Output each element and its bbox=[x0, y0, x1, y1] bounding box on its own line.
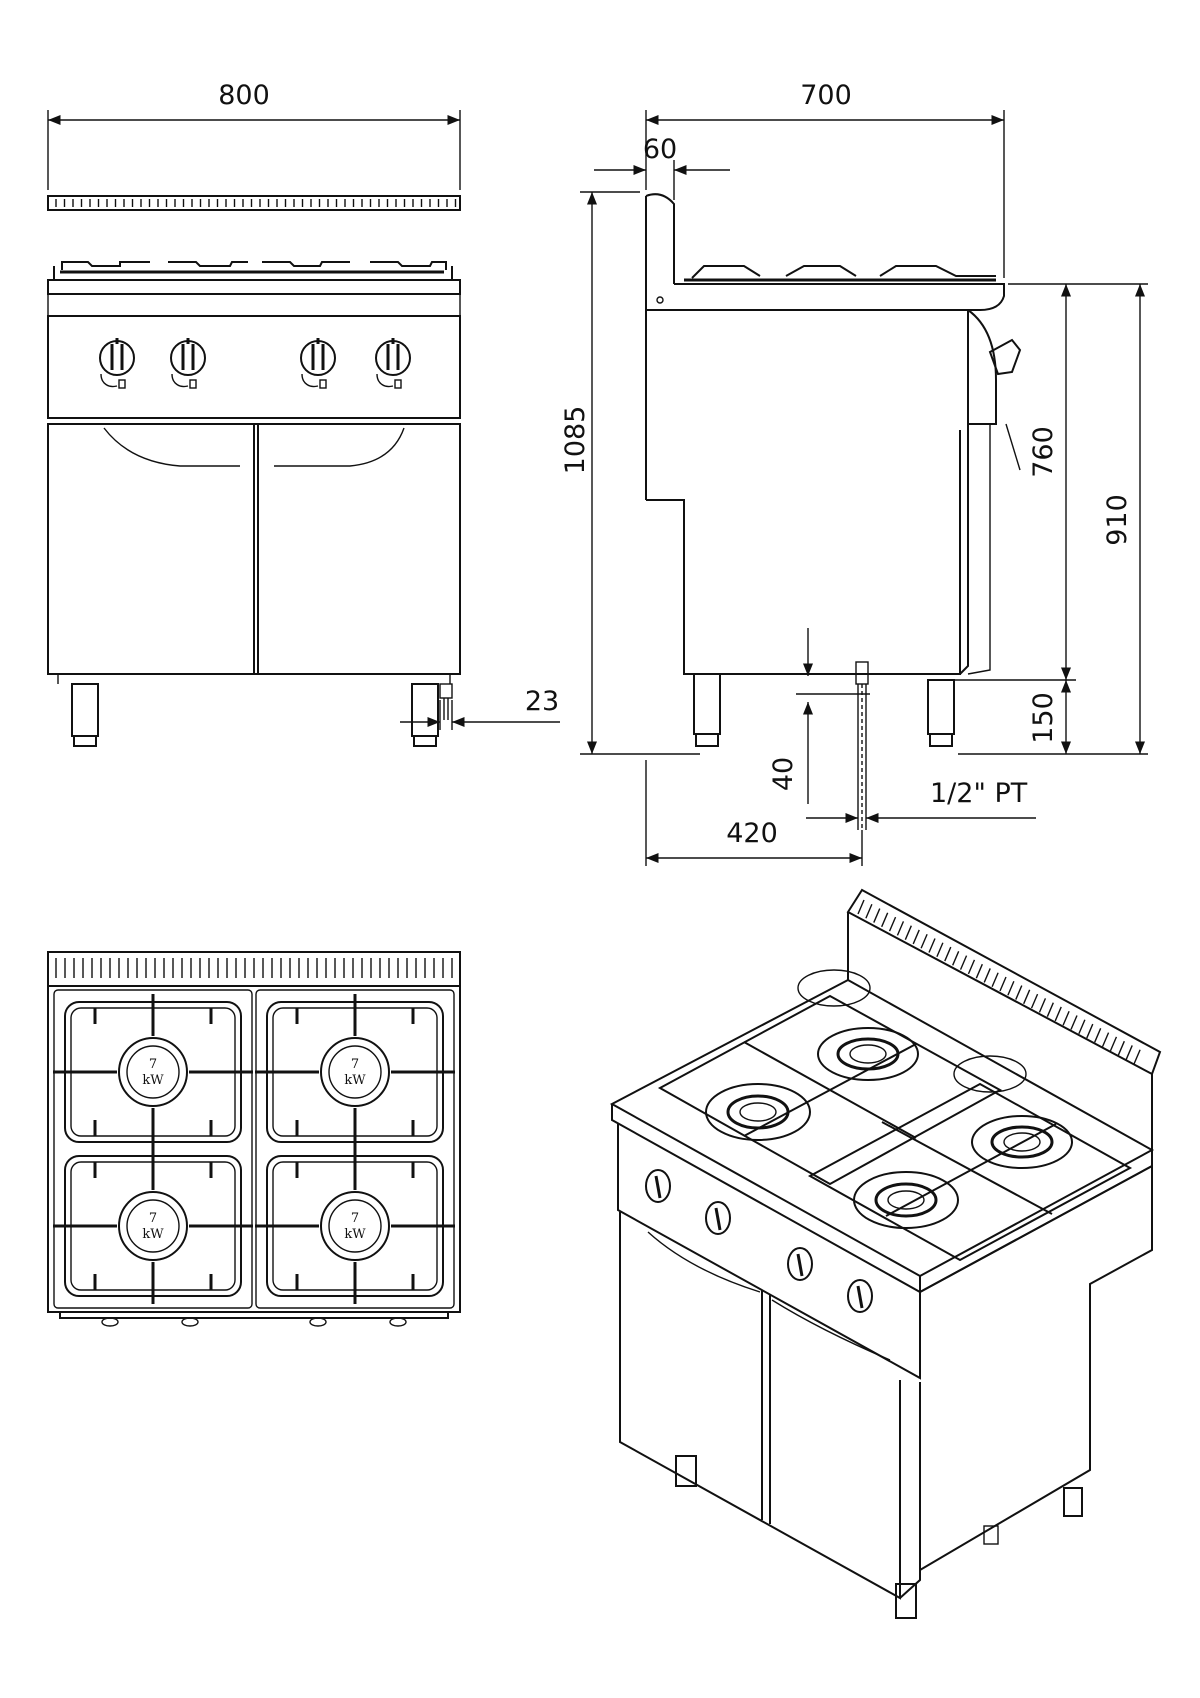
iso-louvres bbox=[857, 899, 1141, 1064]
louvre-slot bbox=[912, 929, 920, 945]
burner-2: 7kW bbox=[255, 994, 455, 1150]
louvre-slot bbox=[959, 955, 968, 970]
knob-1 bbox=[99, 338, 135, 389]
louvre-slot bbox=[1062, 1010, 1070, 1026]
iso-burners bbox=[705, 969, 1073, 1229]
dim-width-label: 800 bbox=[218, 80, 270, 111]
dim-gas-connection-label: 1/2" PT bbox=[930, 778, 1028, 809]
burner-cap bbox=[126, 1199, 180, 1253]
dim-leg-height-label: 150 bbox=[1028, 692, 1059, 744]
burner-power-value: 7 bbox=[351, 1211, 359, 1226]
side-view bbox=[645, 193, 1022, 830]
dim-gas-offset-label: 23 bbox=[525, 686, 559, 717]
louvre-slot bbox=[975, 963, 983, 979]
louvre-slot bbox=[1007, 981, 1015, 996]
louvre-slot bbox=[920, 933, 928, 949]
knob-4 bbox=[375, 338, 411, 389]
front-knobs bbox=[99, 338, 411, 389]
dim-gas-height-label: 40 bbox=[768, 757, 799, 791]
dim-backsplash-label: 60 bbox=[643, 134, 677, 165]
burner-power-value: 7 bbox=[149, 1211, 157, 1226]
louvre-slot bbox=[952, 951, 960, 966]
louvre-slot bbox=[936, 942, 944, 958]
burner-power-unit: kW bbox=[344, 1227, 366, 1242]
dim-work-height: 910 bbox=[958, 283, 1148, 755]
burner-cap bbox=[328, 1199, 382, 1253]
burner-ring bbox=[118, 1191, 188, 1261]
iso-grates bbox=[657, 994, 1133, 1262]
louvre-slot bbox=[873, 908, 881, 923]
dim-gas-depth: 420 bbox=[645, 760, 863, 866]
louvre-slot bbox=[1094, 1028, 1102, 1043]
dim-total-height-label: 1085 bbox=[560, 406, 591, 475]
louvre-slot bbox=[888, 916, 897, 932]
burner-power-unit: kW bbox=[344, 1073, 366, 1088]
louvre-slot bbox=[1117, 1040, 1125, 1056]
burner-power-value: 7 bbox=[351, 1057, 359, 1072]
louvre-slot bbox=[865, 904, 873, 919]
burner-power-unit: kW bbox=[142, 1227, 164, 1242]
dim-backsplash: 60 bbox=[594, 134, 730, 200]
louvre-slot bbox=[1023, 989, 1031, 1005]
dim-gas-offset: 23 bbox=[400, 686, 560, 730]
knob-2 bbox=[170, 338, 206, 389]
front-view bbox=[47, 195, 461, 747]
louvre-slot bbox=[967, 959, 976, 975]
burner-power-value: 7 bbox=[149, 1057, 157, 1072]
top-feet bbox=[101, 1317, 407, 1327]
dim-work-height-label: 910 bbox=[1102, 494, 1133, 546]
louvre-slot bbox=[1109, 1036, 1118, 1052]
louvre-slot bbox=[1030, 993, 1039, 1009]
louvre-slot bbox=[928, 938, 936, 953]
louvre-slot bbox=[857, 899, 865, 915]
louvre-slot bbox=[1038, 998, 1047, 1013]
dim-gas-depth-label: 420 bbox=[726, 818, 778, 849]
burner-1: 7kW bbox=[53, 994, 253, 1150]
louvre-slot bbox=[1046, 1002, 1054, 1017]
burner-cap bbox=[328, 1045, 382, 1099]
dim-total-height: 1085 bbox=[560, 191, 700, 755]
dim-depth-label: 700 bbox=[800, 80, 852, 111]
burner-ring bbox=[320, 1037, 390, 1107]
louvre-slot bbox=[1078, 1019, 1086, 1035]
louvre-slot bbox=[1133, 1049, 1141, 1064]
louvre-slot bbox=[1015, 985, 1023, 1000]
dim-gas-connection: 1/2" PT bbox=[806, 778, 1036, 824]
burner-ring bbox=[320, 1191, 390, 1261]
isometric-view bbox=[609, 888, 1162, 1619]
louvre-slot bbox=[944, 946, 952, 962]
burner-3: 7kW bbox=[53, 1148, 253, 1304]
front-louvres bbox=[55, 199, 457, 207]
louvre-slot bbox=[1086, 1023, 1094, 1039]
dim-width: 800 bbox=[47, 80, 461, 190]
front-grates bbox=[61, 261, 447, 270]
louvre-slot bbox=[881, 912, 889, 928]
louvre-slot bbox=[1054, 1006, 1062, 1022]
dim-depth: 700 bbox=[645, 80, 1005, 278]
louvre-slot bbox=[1125, 1045, 1133, 1060]
louvre-slot bbox=[1070, 1015, 1078, 1030]
iso-knobs bbox=[645, 1169, 873, 1313]
dim-gas-height: 40 bbox=[768, 628, 870, 804]
dim-leg-height: 150 bbox=[1028, 680, 1072, 754]
louvre-slot bbox=[896, 921, 905, 936]
burner-power-unit: kW bbox=[142, 1073, 164, 1088]
knob-3 bbox=[300, 338, 336, 389]
top-louvres bbox=[55, 958, 453, 978]
louvre-slot bbox=[999, 976, 1007, 992]
louvre-slot bbox=[904, 925, 912, 940]
burner-cap bbox=[126, 1045, 180, 1099]
burner-4: 7kW bbox=[255, 1148, 455, 1304]
louvre-slot bbox=[991, 972, 999, 987]
louvre-slot bbox=[983, 968, 991, 983]
burner-ring bbox=[118, 1037, 188, 1107]
louvre-slot bbox=[1101, 1032, 1110, 1047]
dim-cabinet-height-label: 760 bbox=[1028, 426, 1059, 478]
dim-cabinet-height: 760 bbox=[944, 283, 1076, 681]
